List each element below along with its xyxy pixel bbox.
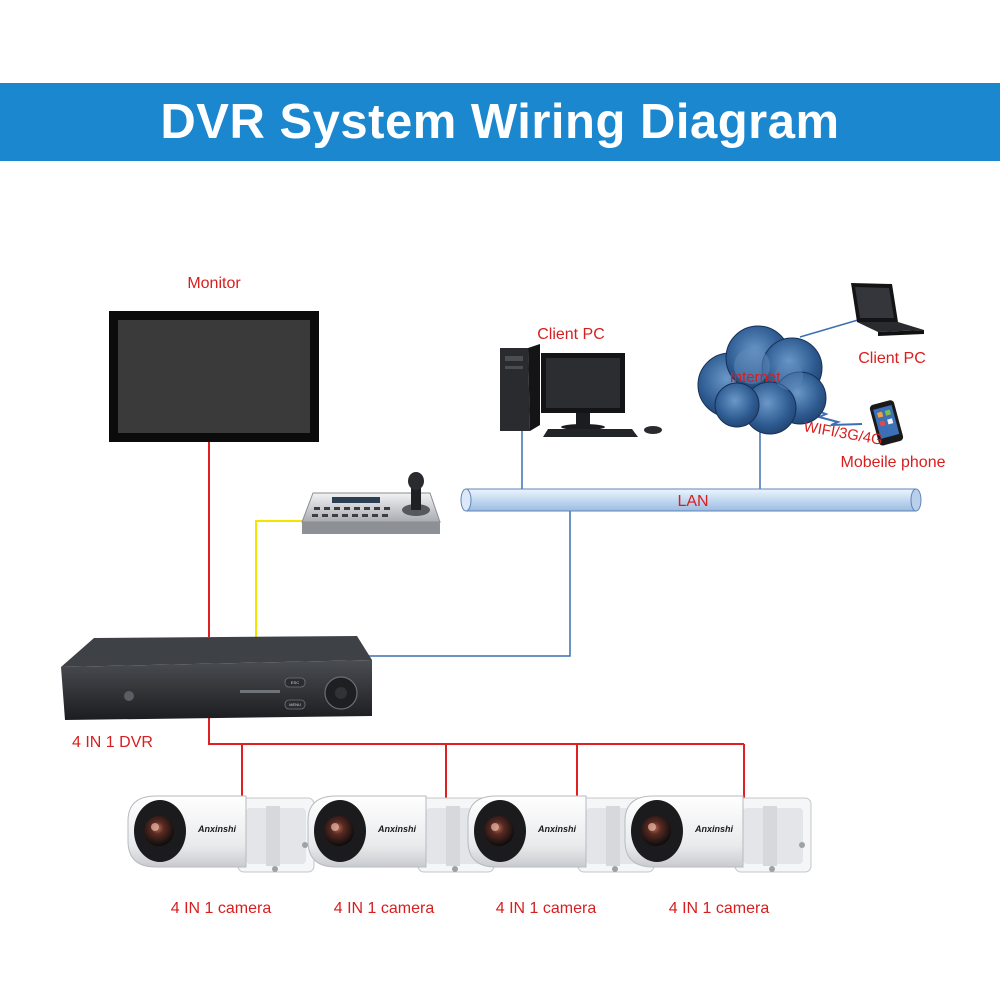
cloud-icon [697, 325, 827, 435]
camera-2-label: 4 IN 1 camera [334, 900, 435, 917]
camera-2-position: Anxinshi [307, 795, 495, 873]
wireless-link [809, 407, 863, 426]
bullet-camera-icon: Anxinshi [127, 795, 315, 873]
lan-pipe [460, 488, 922, 512]
keyboard-dvr-cable [255, 520, 306, 637]
camera-3-label: 4 IN 1 camera [496, 900, 597, 917]
bullet-camera-icon: Anxinshi [307, 795, 495, 873]
camera-brand-text: Anxinshi [377, 824, 417, 834]
camera-brand-text: Anxinshi [694, 824, 734, 834]
camera-1-label: 4 IN 1 camera [171, 900, 272, 917]
client-pc-laptop-label: Client PC [858, 350, 926, 367]
camera-brand-text: Anxinshi [537, 824, 577, 834]
desktop-pc-icon [500, 344, 662, 437]
wireless-label: WIFI/3G/4G [802, 418, 884, 449]
laptop-icon [851, 283, 924, 336]
page-title: DVR System Wiring Diagram [160, 95, 840, 149]
monitor-label: Monitor [187, 275, 241, 292]
bullet-camera-icon: Anxinshi [624, 795, 812, 873]
monitor-icon [109, 311, 319, 442]
internet-label: Internet [730, 369, 782, 386]
dvr-esc-text: ESC [291, 680, 299, 685]
title-banner: DVR System Wiring Diagram [0, 83, 1000, 161]
ptz-keyboard-icon [301, 472, 441, 534]
dvr-label: 4 IN 1 DVR [72, 734, 153, 751]
internet-laptop-cable [799, 319, 859, 338]
lan-label: LAN [677, 493, 708, 510]
camera-4-position: Anxinshi [624, 795, 812, 873]
camera-4-label: 4 IN 1 camera [669, 900, 770, 917]
dvr-menu-text: MENU [289, 702, 301, 707]
smartphone-icon [869, 400, 904, 446]
mobile-phone-label: Mobeile phone [841, 454, 946, 471]
client-pc-desktop-label: Client PC [537, 326, 605, 343]
dvr-icon: ESC MENU [61, 636, 372, 720]
camera-brand-text: Anxinshi [197, 824, 237, 834]
dvr-camera-bus [208, 716, 744, 745]
dvr-lan-cable [358, 509, 571, 657]
